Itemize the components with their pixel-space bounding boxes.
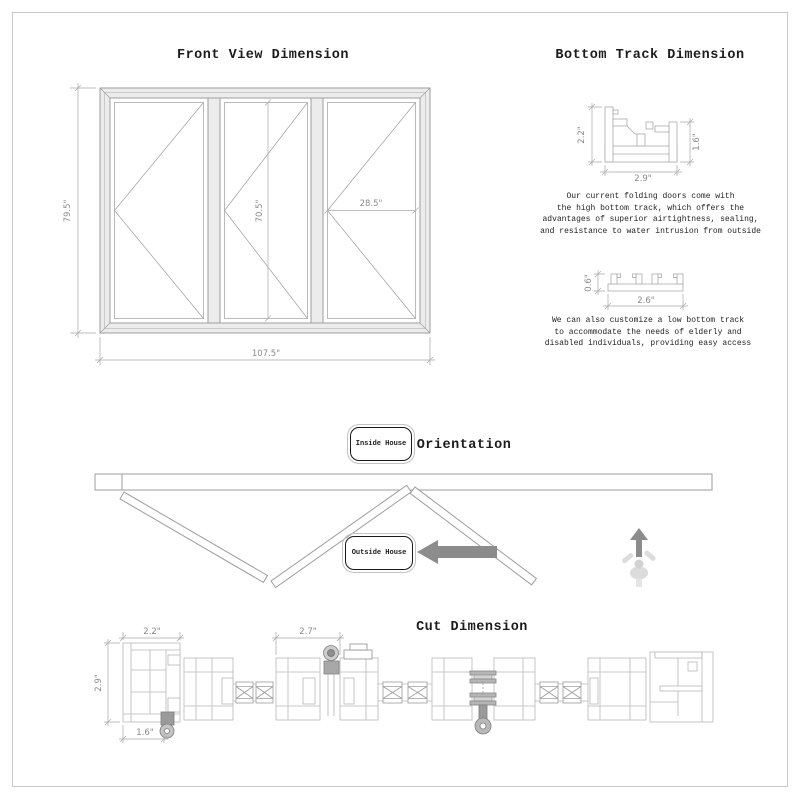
low-track-dimensions xyxy=(594,270,688,310)
high-track-dimension-texts: 2.2" 1.6" 2.9" xyxy=(577,126,702,184)
inside-house-text: Inside House xyxy=(355,440,407,448)
cut-left-jamb xyxy=(122,642,181,723)
dim-high-track-width: 2.9" xyxy=(634,174,652,184)
cut-glass-3 xyxy=(535,681,588,704)
high-track-desc-line-4: and resistance to water intrusion from o… xyxy=(540,226,761,236)
swing-direction-arrow-up-icon xyxy=(630,528,648,557)
orientation-drawing xyxy=(94,473,713,589)
door-panel-3 xyxy=(409,486,538,586)
high-track-desc-line-3: advantages of superior airtightness, sea… xyxy=(542,215,759,225)
dim-total-width: 107.5" xyxy=(252,349,280,359)
high-track-profile xyxy=(604,106,678,163)
high-track-description: Our current folding doors come with the … xyxy=(528,191,773,237)
bottom-track-title: Bottom Track Dimension xyxy=(555,48,745,63)
front-view-title: Front View Dimension xyxy=(176,48,350,63)
cut-meeting-stiles xyxy=(275,657,379,721)
dim-panel-width: 28.5" xyxy=(360,199,383,209)
front-view-dimensions xyxy=(70,83,435,365)
cut-stile-d xyxy=(587,657,647,721)
outside-house-label: Outside House xyxy=(342,533,416,573)
door-panel-1 xyxy=(119,491,269,584)
front-view-dimension-texts: 79.5" 70.5" 28.5" 107.5" xyxy=(63,199,383,359)
orientation-title: Orientation xyxy=(416,438,512,453)
low-track-dimension-texts: 0.6" 2.6" xyxy=(584,274,655,306)
high-track-desc-line-1: Our current folding doors come with xyxy=(566,192,735,201)
cut-section-dimensions xyxy=(104,632,344,743)
dim-low-track-width: 2.6" xyxy=(637,296,655,306)
door-panel-2 xyxy=(270,484,412,589)
inside-house-label: Inside House xyxy=(347,424,415,464)
dim-glass-height: 70.5" xyxy=(255,199,265,222)
dim-high-track-right-height: 1.6" xyxy=(692,133,702,151)
cut-roller-stiles xyxy=(431,657,536,721)
low-track-desc-line-2: to accommodate the needs of elderly and xyxy=(554,327,742,337)
cut-roller-left-icon xyxy=(159,711,175,739)
page-border xyxy=(12,12,788,787)
cut-section-dimension-texts: 2.2" 2.7" 2.9" 1.6" xyxy=(94,627,317,738)
person-top-view-icon xyxy=(622,550,656,587)
dim-high-track-height: 2.2" xyxy=(577,126,587,144)
cut-glass-2 xyxy=(378,681,432,704)
cut-right-jamb xyxy=(649,651,714,723)
dim-low-track-height: 0.6" xyxy=(584,274,594,292)
cut-hinge-icon xyxy=(323,645,340,716)
low-track-desc-line-3: disabled individuals, providing easy acc… xyxy=(544,339,752,349)
cut-roller-carriage-icon xyxy=(469,670,497,735)
cut-section-drawing xyxy=(122,642,714,739)
low-track-desc-line-1: We can also customize a low bottom track xyxy=(551,316,745,325)
low-track-profile xyxy=(607,273,684,292)
high-track-dimensions xyxy=(588,103,694,176)
dim-cut-jamb-width: 2.2" xyxy=(143,627,161,637)
direction-arrow-left-icon xyxy=(417,540,497,564)
dim-cut-panel-width: 2.7" xyxy=(299,627,317,637)
outside-house-text: Outside House xyxy=(351,549,407,557)
cut-stile-a xyxy=(183,657,234,721)
dim-total-height: 79.5" xyxy=(63,199,73,222)
high-track-desc-line-2: the high bottom track, which offers the xyxy=(556,203,745,213)
dim-cut-track-width: 1.6" xyxy=(136,728,154,738)
cut-handle-icon xyxy=(343,643,373,660)
cut-dimension-title: Cut Dimension xyxy=(416,620,528,635)
dim-cut-frame-depth: 2.9" xyxy=(94,674,104,692)
cut-glass-1 xyxy=(233,681,274,704)
low-track-description: We can also customize a low bottom track… xyxy=(528,315,768,350)
